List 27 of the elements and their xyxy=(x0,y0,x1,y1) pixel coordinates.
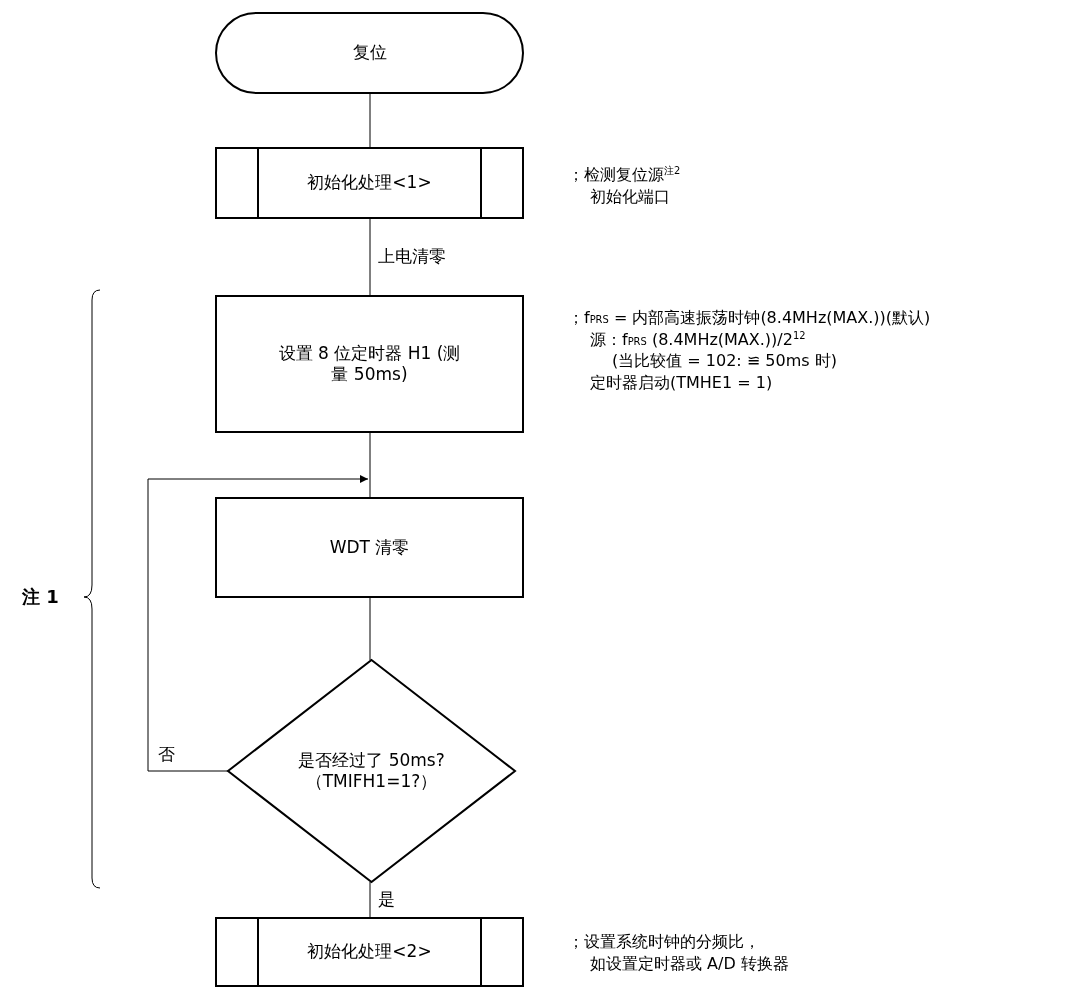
node-text: 设置 8 位定时器 H1 (测量 50ms) xyxy=(277,342,462,386)
comment-text: ；检测复位源$^{注2}$ xyxy=(568,165,681,185)
edge-label: 上电清零 xyxy=(378,245,446,268)
predefined-process-box xyxy=(216,918,523,986)
comment-text: 如设置定时器或 A/D 转换器 xyxy=(590,954,789,974)
node-text: 复位 xyxy=(351,42,388,64)
node-text: 初始化处理<1> xyxy=(306,172,433,194)
node-text: 是否经过了 50ms? （TMIFH1=1?） xyxy=(297,749,446,793)
process-box xyxy=(216,296,523,432)
connector-line xyxy=(369,431,371,499)
comment-text: 定时器启动(TMHE1 = 1) xyxy=(590,373,773,393)
node-text: 初始化处理<2> xyxy=(306,941,433,963)
note-label: 注 1 xyxy=(22,585,59,609)
process-box xyxy=(216,498,523,597)
predefined-process-box xyxy=(216,148,523,218)
terminal-shape xyxy=(216,13,523,93)
comment-text: 初始化端口 xyxy=(590,187,670,207)
edge-label: 是 xyxy=(378,888,395,911)
arrow xyxy=(147,475,369,772)
connector-line xyxy=(369,881,371,919)
decision-diamond xyxy=(228,660,515,882)
comment-text: ；设置系统时钟的分频比， xyxy=(568,932,760,952)
connector-line xyxy=(369,596,371,661)
connector-line xyxy=(369,92,371,149)
connector-line xyxy=(369,217,371,297)
node-text: WDT 清零 xyxy=(328,536,411,559)
comment-text: (当比较值 = 102: ≌ 50ms 时) xyxy=(612,351,837,371)
